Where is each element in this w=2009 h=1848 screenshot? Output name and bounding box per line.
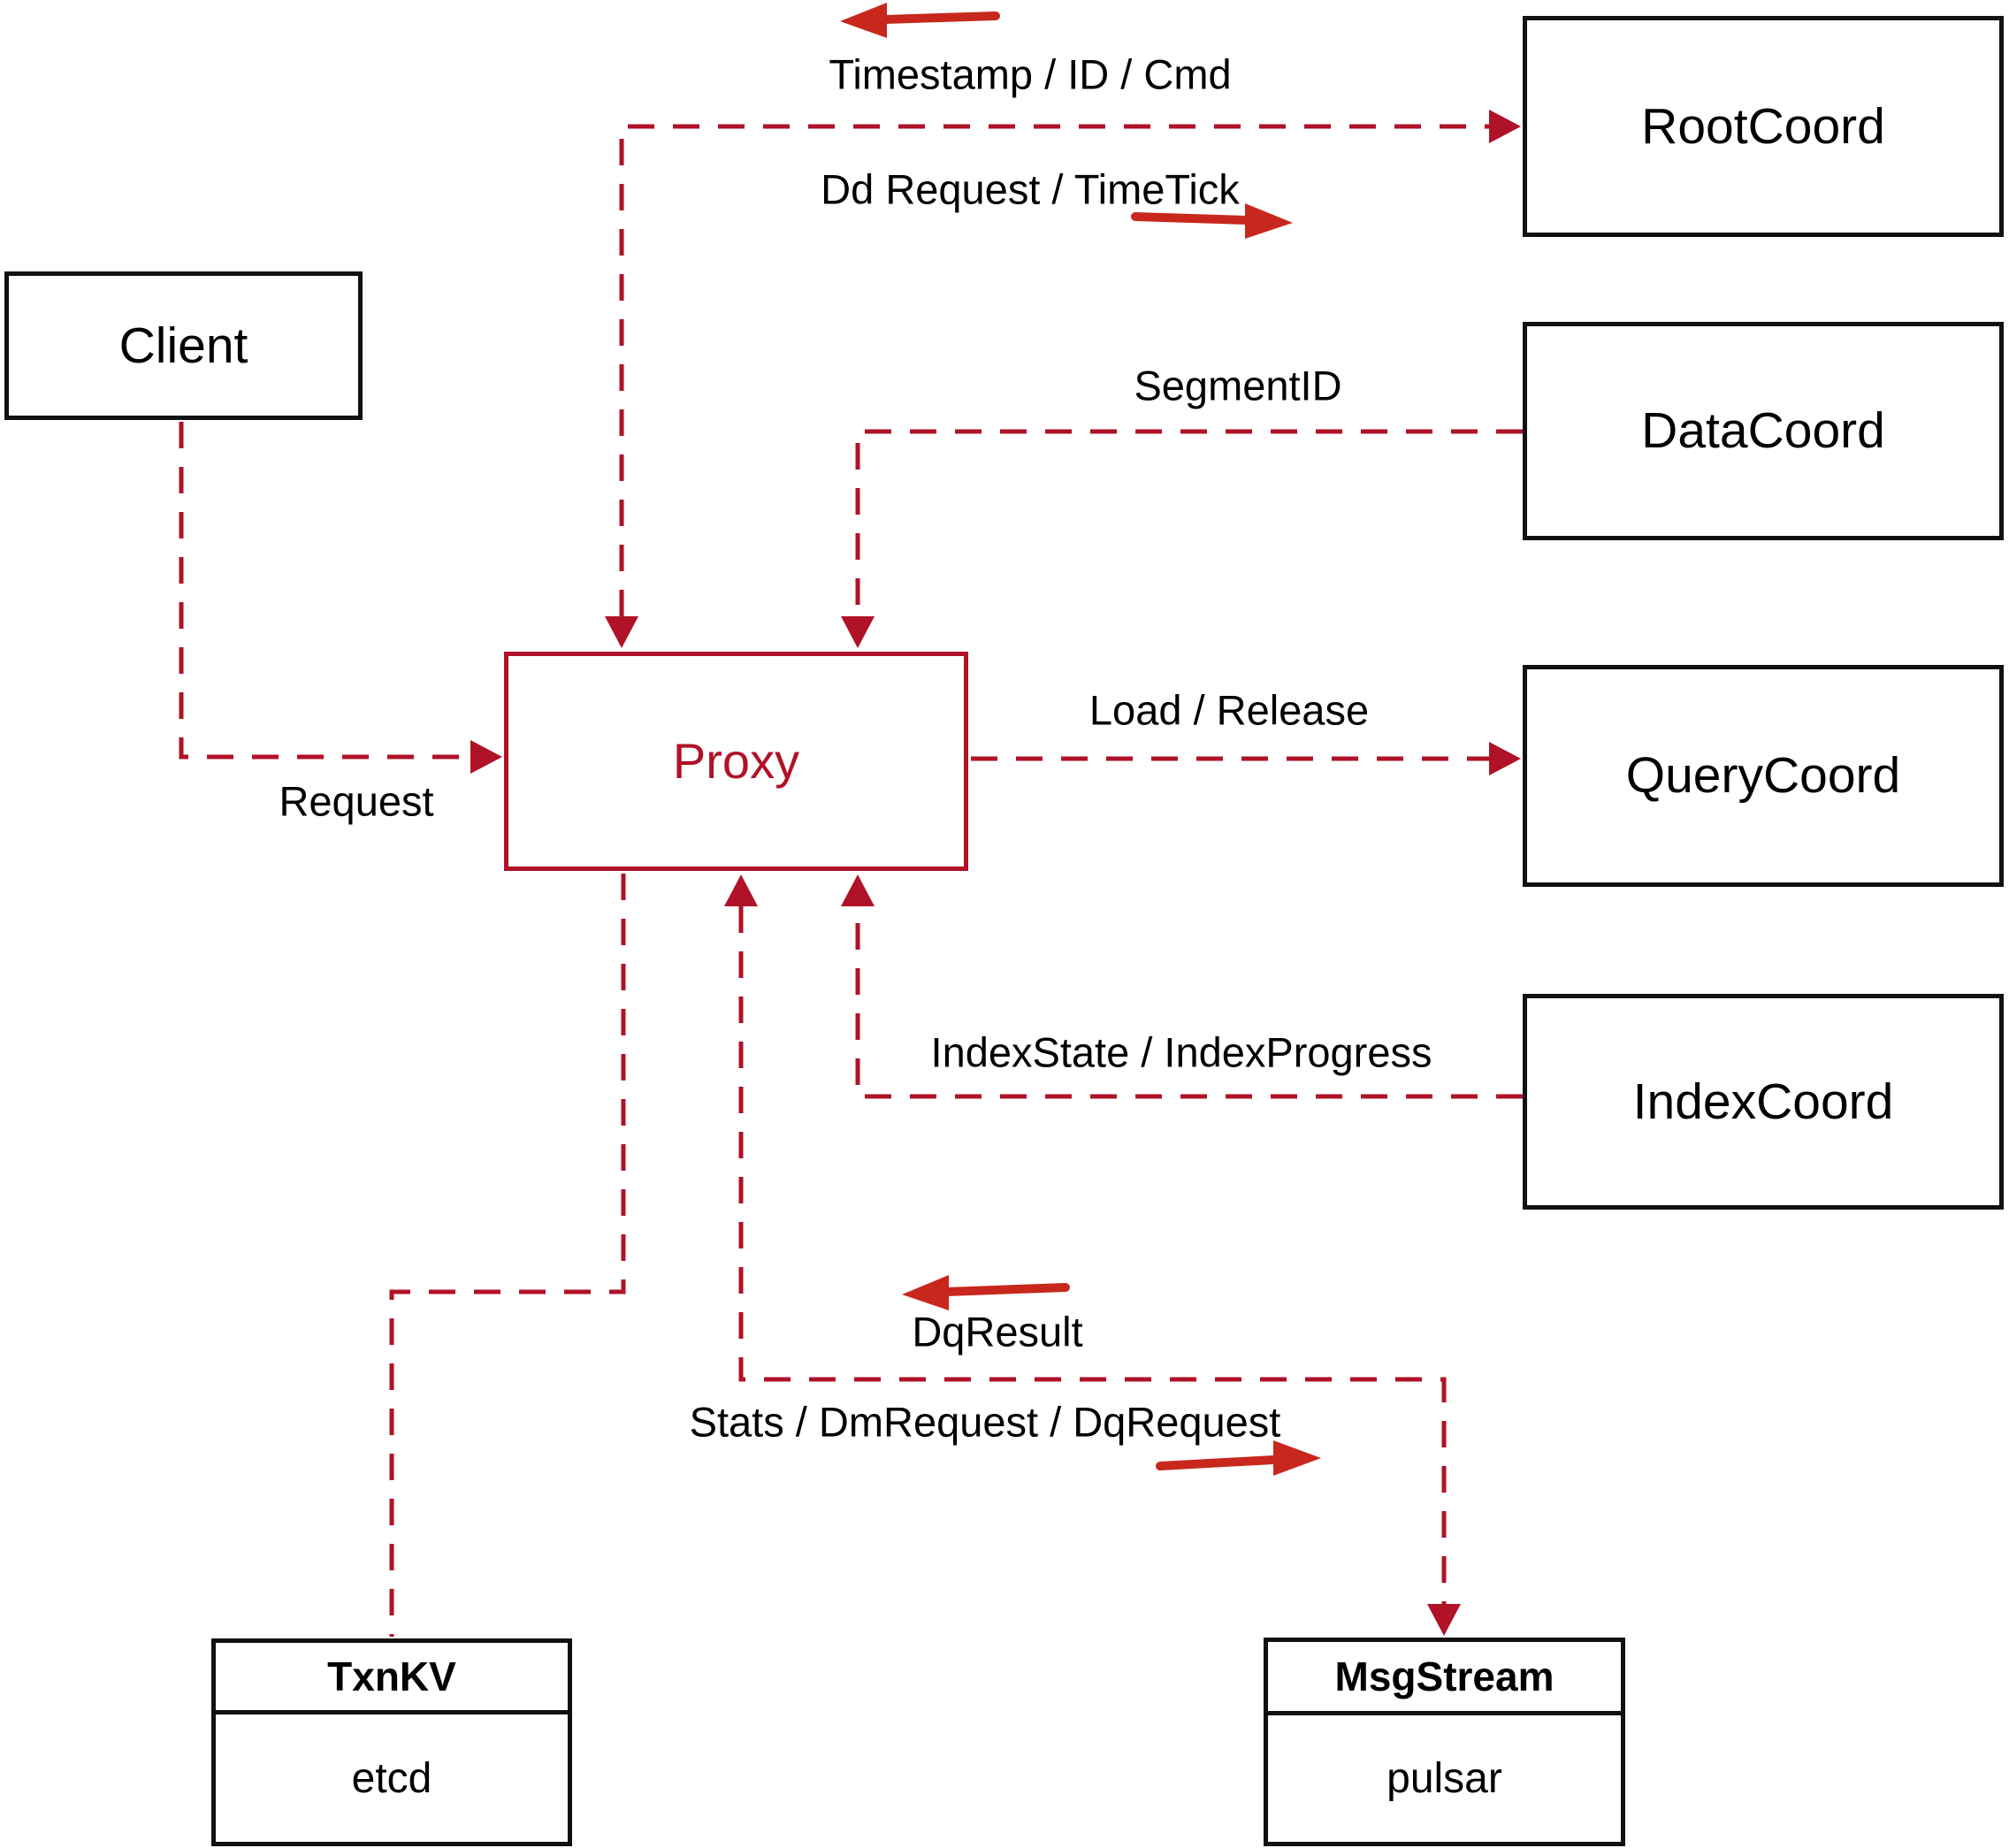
edge-label-dd-request-timetick: Dd Request / TimeTick xyxy=(821,165,1240,213)
node-indexcoord-label: IndexCoord xyxy=(1632,1073,1894,1130)
edge-proxy-msgstream xyxy=(738,906,1447,1604)
edge-label-indexstate-indexprogress: IndexState / IndexProgress xyxy=(930,1028,1432,1076)
edge-datacoord-proxy xyxy=(855,429,1523,616)
node-querycoord: QueryCoord xyxy=(1523,665,2004,887)
node-client-label: Client xyxy=(118,317,248,374)
edge-label-stats-dmrequest-dqrequest: Stats / DmRequest / DqRequest xyxy=(689,1398,1281,1446)
node-txnkv-impl: etcd xyxy=(351,1754,432,1802)
node-datacoord-label: DataCoord xyxy=(1641,402,1885,459)
node-rootcoord-label: RootCoord xyxy=(1641,97,1885,155)
node-proxy-label: Proxy xyxy=(672,733,800,789)
arrowhead-datacoord-into-proxy-icon xyxy=(841,616,875,648)
arrowhead-into-msgstream-icon xyxy=(1427,1604,1461,1636)
arrowhead-into-rootcoord-icon xyxy=(1489,110,1521,143)
arrowhead-client-into-proxy-icon xyxy=(470,740,502,774)
node-msgstream-title: MsgStream xyxy=(1268,1642,1621,1715)
node-datacoord: DataCoord xyxy=(1523,322,2004,540)
edge-label-timestamp-id-cmd: Timestamp / ID / Cmd xyxy=(829,50,1232,98)
node-indexcoord: IndexCoord xyxy=(1523,994,2004,1210)
arrowhead-indexcoord-into-proxy-icon xyxy=(841,874,875,906)
direction-arrow-right-ddrequest-icon xyxy=(1131,203,1293,239)
arrowhead-rootcoord-into-proxy-icon xyxy=(605,616,638,648)
node-proxy: Proxy xyxy=(504,652,968,871)
edge-label-request: Request xyxy=(279,777,434,825)
node-txnkv: TxnKV etcd xyxy=(211,1638,572,1846)
edge-label-dqresult: DqResult xyxy=(912,1308,1083,1355)
edge-label-load-release: Load / Release xyxy=(1089,686,1370,734)
node-client: Client xyxy=(4,271,363,420)
edge-client-proxy xyxy=(179,422,470,760)
direction-arrow-right-stats-icon xyxy=(1156,1440,1321,1476)
node-rootcoord: RootCoord xyxy=(1523,16,2004,237)
direction-arrow-left-dqresult-icon xyxy=(902,1275,1070,1310)
node-msgstream-impl: pulsar xyxy=(1386,1755,1502,1802)
node-msgstream: MsgStream pulsar xyxy=(1264,1638,1625,1846)
node-querycoord-label: QueryCoord xyxy=(1625,747,1901,804)
edge-proxy-txnkv xyxy=(389,874,626,1637)
direction-arrow-left-timestamp-icon xyxy=(840,3,1000,38)
arrowhead-msgstream-into-proxy-icon xyxy=(724,874,758,906)
edge-label-segmentid: SegmentID xyxy=(1134,362,1342,409)
arrowhead-into-querycoord-icon xyxy=(1489,742,1521,775)
edge-indexcoord-proxy xyxy=(855,906,1523,1099)
node-txnkv-title: TxnKV xyxy=(216,1643,568,1714)
